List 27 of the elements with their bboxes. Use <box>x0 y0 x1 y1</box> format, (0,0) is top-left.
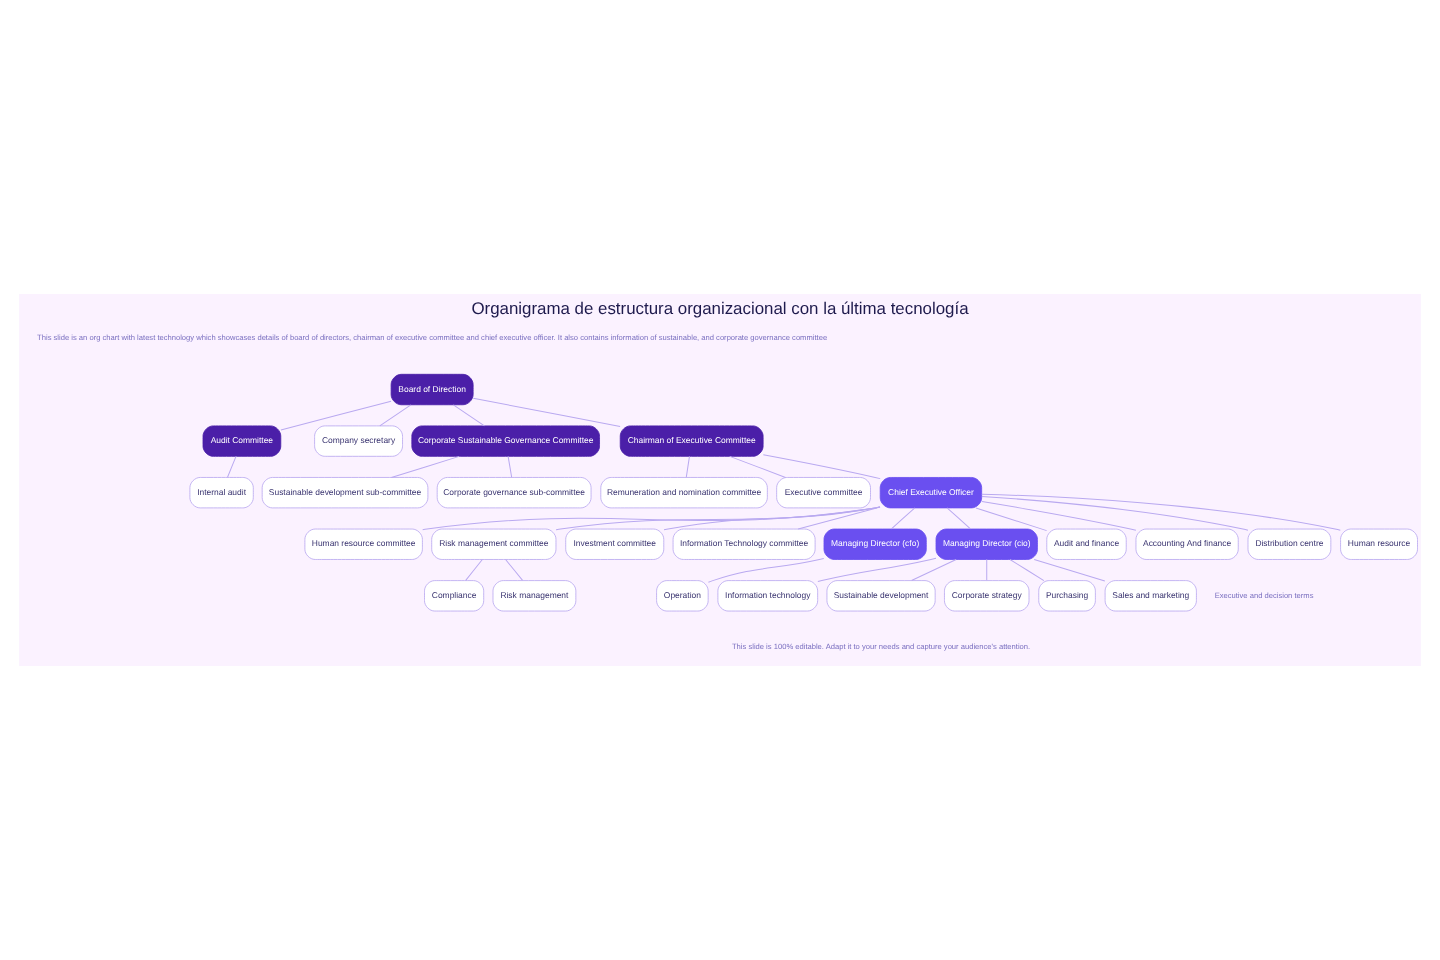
connector <box>975 507 1048 532</box>
connector <box>505 559 524 581</box>
connector <box>379 404 412 427</box>
connector <box>280 400 392 431</box>
connector <box>507 455 513 478</box>
connector <box>452 404 485 427</box>
connector <box>465 559 483 581</box>
connector <box>981 501 1137 531</box>
connector <box>817 557 937 583</box>
connector <box>1009 559 1045 582</box>
connector <box>422 506 881 531</box>
connector <box>227 455 237 478</box>
connector <box>390 455 460 478</box>
diagram-title: Organigrama de estructura organizacional con la última tecnología <box>471 298 969 319</box>
connector <box>762 454 881 480</box>
connector <box>986 559 988 581</box>
connector <box>555 506 881 531</box>
connector <box>797 506 881 530</box>
connector <box>729 455 786 478</box>
connector <box>981 495 1249 531</box>
connector <box>911 559 957 582</box>
connector <box>946 507 971 530</box>
connector <box>685 455 690 478</box>
connector <box>663 506 881 531</box>
connector <box>890 507 916 530</box>
connector <box>472 397 621 428</box>
connector <box>981 493 1341 531</box>
